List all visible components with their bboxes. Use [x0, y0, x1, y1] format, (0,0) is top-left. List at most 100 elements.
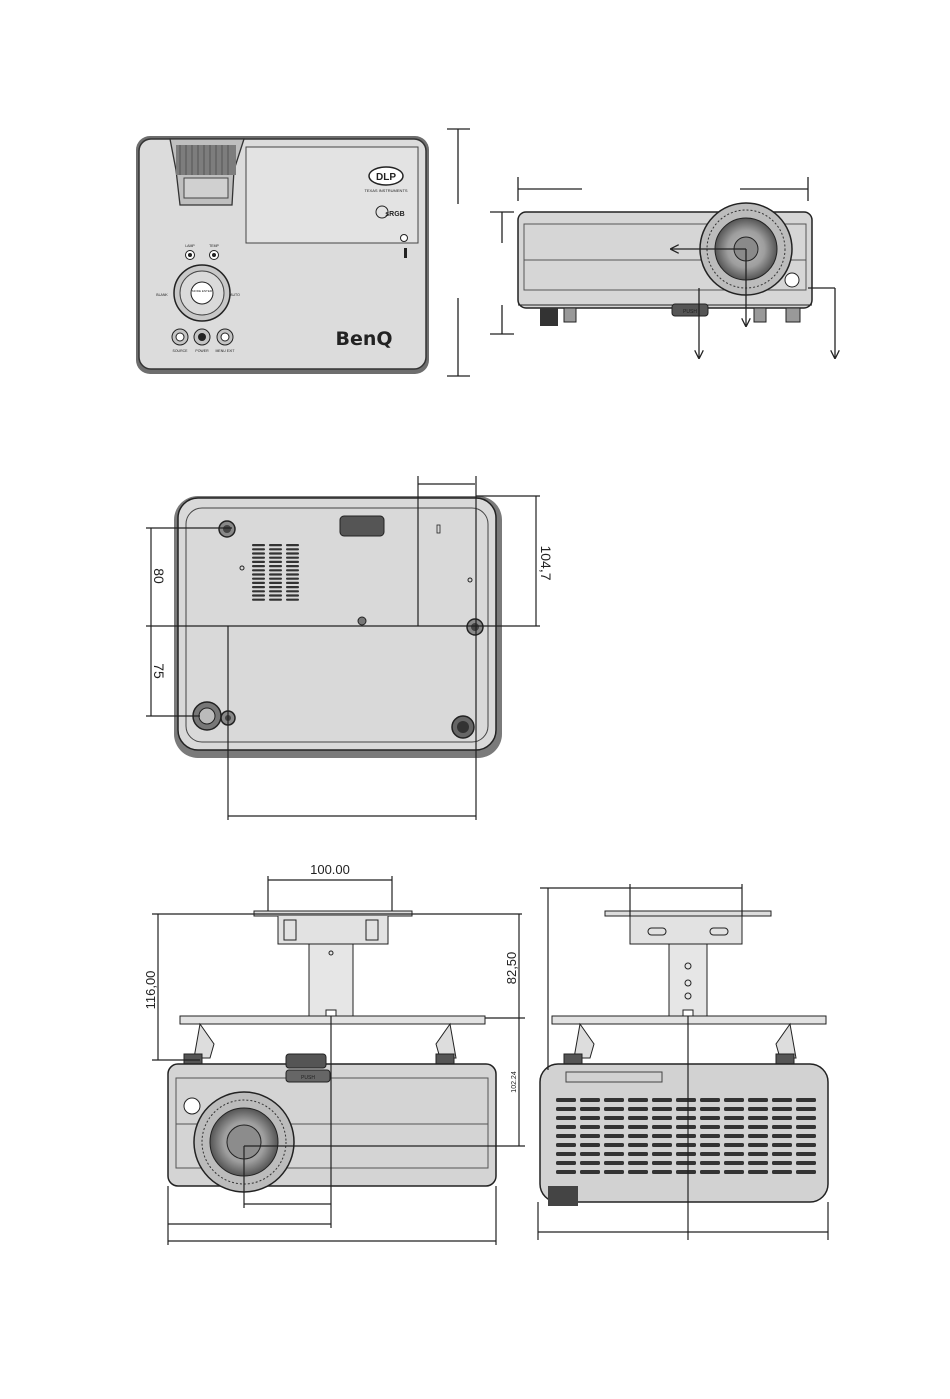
side-vent-slot — [580, 1143, 600, 1147]
vent-slot — [269, 557, 282, 559]
vent-slot — [286, 569, 299, 571]
side-vent-slot — [700, 1107, 720, 1111]
side-vent-slot — [772, 1152, 792, 1156]
vent-slot — [286, 544, 299, 546]
vent-slot — [269, 548, 282, 550]
vent-slot — [252, 599, 265, 601]
side-vent-slot — [628, 1170, 648, 1174]
vent-slot — [252, 594, 265, 596]
side-vent-slot — [772, 1170, 792, 1174]
vent-slot — [286, 582, 299, 584]
ceiling-mount-side-view — [540, 911, 828, 1206]
side-vent-slot — [604, 1107, 624, 1111]
side-vent-slot — [556, 1152, 576, 1156]
side-vent-slot — [700, 1143, 720, 1147]
side-vent-slot — [628, 1098, 648, 1102]
side-vent-slot — [796, 1161, 816, 1165]
side-vent-slot — [604, 1098, 624, 1102]
top-view-height-dimension — [447, 129, 470, 376]
vent-slot — [269, 561, 282, 563]
side-vent-slot — [604, 1125, 624, 1129]
side-vent-slot — [796, 1152, 816, 1156]
side-vent-slot — [628, 1143, 648, 1147]
side-vent-slot — [580, 1116, 600, 1120]
side-vent-slot — [580, 1161, 600, 1165]
dim-75-label: 75 — [151, 663, 167, 679]
side-vent-slot — [748, 1116, 768, 1120]
side-vent-slot — [556, 1161, 576, 1165]
front-view-projector: PUSH — [518, 203, 812, 326]
side-vent-slot — [676, 1098, 696, 1102]
svg-text:AUTO: AUTO — [230, 293, 240, 297]
side-vent-slot — [556, 1134, 576, 1138]
side-vent-slot — [724, 1152, 744, 1156]
side-vent-slot — [796, 1134, 816, 1138]
side-vent-slot — [556, 1125, 576, 1129]
side-vent-slot — [628, 1107, 648, 1111]
svg-text:DLP: DLP — [376, 172, 396, 183]
svg-text:POWER: POWER — [195, 349, 209, 353]
side-vent-slot — [748, 1170, 768, 1174]
side-vent-slot — [772, 1125, 792, 1129]
side-vent-slot — [556, 1098, 576, 1102]
side-vent-slot — [772, 1134, 792, 1138]
side-vent-slot — [676, 1134, 696, 1138]
vent-slot — [269, 552, 282, 554]
svg-text:MENU EXIT: MENU EXIT — [215, 349, 235, 353]
vent-slot — [252, 578, 265, 580]
side-vent-slot — [772, 1143, 792, 1147]
side-vent-slot — [700, 1134, 720, 1138]
side-vent-slot — [796, 1116, 816, 1120]
vent-slot — [286, 586, 299, 588]
dim-80-label: 80 — [151, 568, 167, 584]
dim-104-7-label: 104,7 — [538, 545, 554, 580]
vent-slot — [269, 544, 282, 546]
vent-slot — [252, 586, 265, 588]
side-vent-slot — [748, 1107, 768, 1111]
side-vent-slot — [604, 1152, 624, 1156]
side-vent-slot — [652, 1134, 672, 1138]
side-vent-slot — [652, 1161, 672, 1165]
side-vent-slot — [748, 1152, 768, 1156]
side-vent-slot — [604, 1134, 624, 1138]
side-vent-slot — [652, 1125, 672, 1129]
vent-slot — [286, 561, 299, 563]
bottom-view-projector — [174, 496, 502, 758]
side-vent-slot — [556, 1143, 576, 1147]
side-vent-slot — [724, 1170, 744, 1174]
top-view-projector: DLP TEXAS INSTRUMENTS sRGB LAMP TEMP MOD… — [136, 136, 429, 374]
side-vent-slot — [772, 1098, 792, 1102]
vent-slot — [252, 569, 265, 571]
side-vent-slot — [796, 1107, 816, 1111]
vent-slot — [252, 552, 265, 554]
side-vent-slot — [700, 1152, 720, 1156]
side-vent-slot — [724, 1161, 744, 1165]
dim-102-24-label: 102.24 — [511, 1071, 518, 1093]
side-vent-slot — [772, 1107, 792, 1111]
side-vent-slot — [748, 1098, 768, 1102]
vent-slot — [252, 565, 265, 567]
side-vent-slot — [748, 1125, 768, 1129]
vent-slot — [269, 578, 282, 580]
side-vent-slot — [700, 1170, 720, 1174]
side-vent-slot — [556, 1116, 576, 1120]
side-vent-slot — [772, 1116, 792, 1120]
side-vent-slot — [700, 1116, 720, 1120]
vent-slot — [269, 565, 282, 567]
side-vent-slot — [628, 1125, 648, 1129]
side-vent-slot — [628, 1161, 648, 1165]
vent-slot — [286, 578, 299, 580]
side-vent-slot — [796, 1170, 816, 1174]
side-vent-slot — [604, 1170, 624, 1174]
benq-logo: BenQ — [335, 328, 392, 350]
side-vent-slot — [580, 1107, 600, 1111]
side-vent-slot — [556, 1107, 576, 1111]
side-vent-slot — [748, 1161, 768, 1165]
vent-slot — [269, 590, 282, 592]
side-vent-slot — [652, 1152, 672, 1156]
vent-slot — [286, 565, 299, 567]
side-vent-slot — [676, 1161, 696, 1165]
svg-text:SOURCE: SOURCE — [173, 349, 189, 353]
vent-slot — [286, 594, 299, 596]
